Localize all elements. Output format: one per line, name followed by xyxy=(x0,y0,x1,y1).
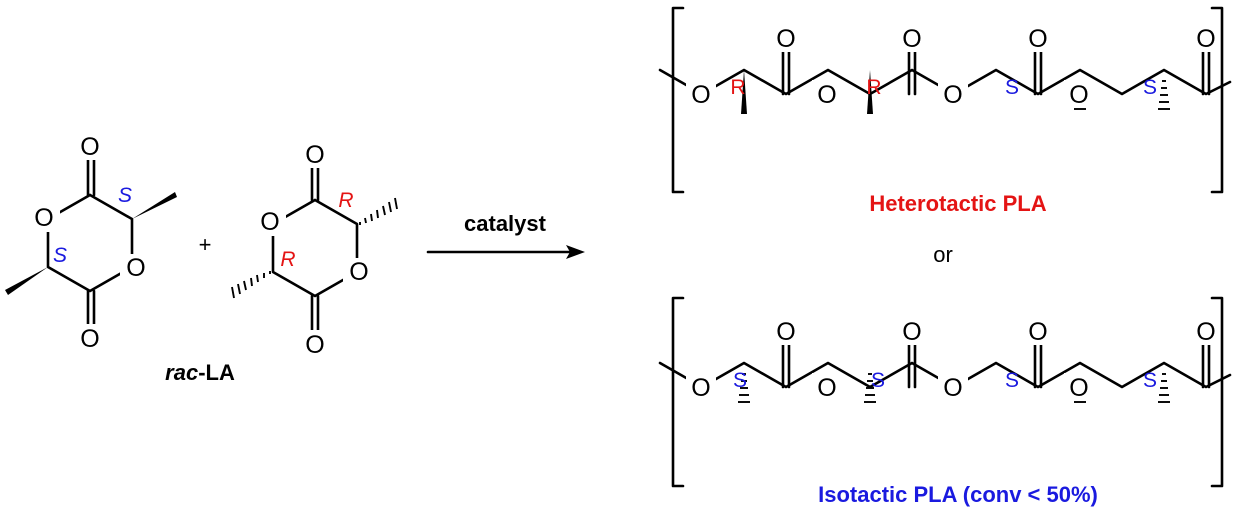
iso-stereo-label-1: S xyxy=(733,369,747,392)
rr-carbonyl-oxygen-top: O xyxy=(305,141,324,169)
or-connector: or xyxy=(933,242,953,267)
iso-carbonyl-oxygen-3: O xyxy=(1028,318,1047,346)
hetero-stereo-label-1: R xyxy=(730,76,745,99)
reaction-arrow xyxy=(426,245,585,259)
ss-stereo-label-2: S xyxy=(53,244,67,267)
rr-lactide-structure: O O O O R R xyxy=(231,140,398,359)
ss-ring-oxygen-left: O xyxy=(34,204,53,232)
hetero-ester-oxygen-2: O xyxy=(817,81,836,109)
reactant-label: rac-LA xyxy=(165,360,235,385)
iso-stereo-label-4: S xyxy=(1143,369,1157,392)
ss-ring-oxygen-right: O xyxy=(126,254,145,282)
hetero-carbonyl-oxygen-1: O xyxy=(776,25,795,53)
iso-stereo-label-3: S xyxy=(1005,369,1019,392)
iso-carbonyl-oxygen-1: O xyxy=(776,318,795,346)
isotactic-pla-structure: O O O O O O O O S S S S xyxy=(658,296,1232,488)
ss-stereo-label-1: S xyxy=(118,184,132,207)
rr-stereo-label-2: R xyxy=(280,248,295,271)
reactant-label-prefix: rac xyxy=(165,360,198,385)
rr-carbonyl-oxygen-bottom: O xyxy=(305,331,324,359)
hetero-stereo-label-2: R xyxy=(866,76,881,99)
iso-carbonyl-oxygen-4: O xyxy=(1196,318,1215,346)
hetero-ester-oxygen-3: O xyxy=(943,81,962,109)
heterotactic-pla-structure: O O O O O O O O R R S S xyxy=(658,6,1232,194)
rr-stereo-label-1: R xyxy=(338,189,353,212)
iso-ester-oxygen-1: O xyxy=(691,374,710,402)
rr-ring-oxygen-left: O xyxy=(260,208,279,236)
iso-ester-oxygen-4: O xyxy=(1069,374,1088,402)
iso-stereo-label-2: S xyxy=(871,369,885,392)
isotactic-label: Isotactic PLA (conv < 50%) xyxy=(818,482,1098,507)
iso-ester-oxygen-3: O xyxy=(943,374,962,402)
rr-ring-oxygen-right: O xyxy=(349,258,368,286)
hetero-stereo-label-3: S xyxy=(1005,76,1019,99)
reagent-label: catalyst xyxy=(464,211,547,236)
iso-ester-oxygen-2: O xyxy=(817,374,836,402)
hetero-ester-oxygen-1: O xyxy=(691,81,710,109)
heterotactic-label: Heterotactic PLA xyxy=(869,191,1046,216)
hetero-carbonyl-oxygen-4: O xyxy=(1196,25,1215,53)
hetero-ester-oxygen-4: O xyxy=(1069,81,1088,109)
hetero-stereo-label-4: S xyxy=(1143,76,1157,99)
hetero-carbonyl-oxygen-3: O xyxy=(1028,25,1047,53)
reactant-label-suffix: -LA xyxy=(198,360,235,385)
plus-sign: + xyxy=(199,232,212,257)
iso-carbonyl-oxygen-2: O xyxy=(902,318,921,346)
ss-lactide-structure: O O O O S S xyxy=(5,132,177,353)
hetero-carbonyl-oxygen-2: O xyxy=(902,25,921,53)
ss-carbonyl-oxygen-bottom: O xyxy=(80,325,99,353)
ss-carbonyl-oxygen-top: O xyxy=(80,133,99,161)
